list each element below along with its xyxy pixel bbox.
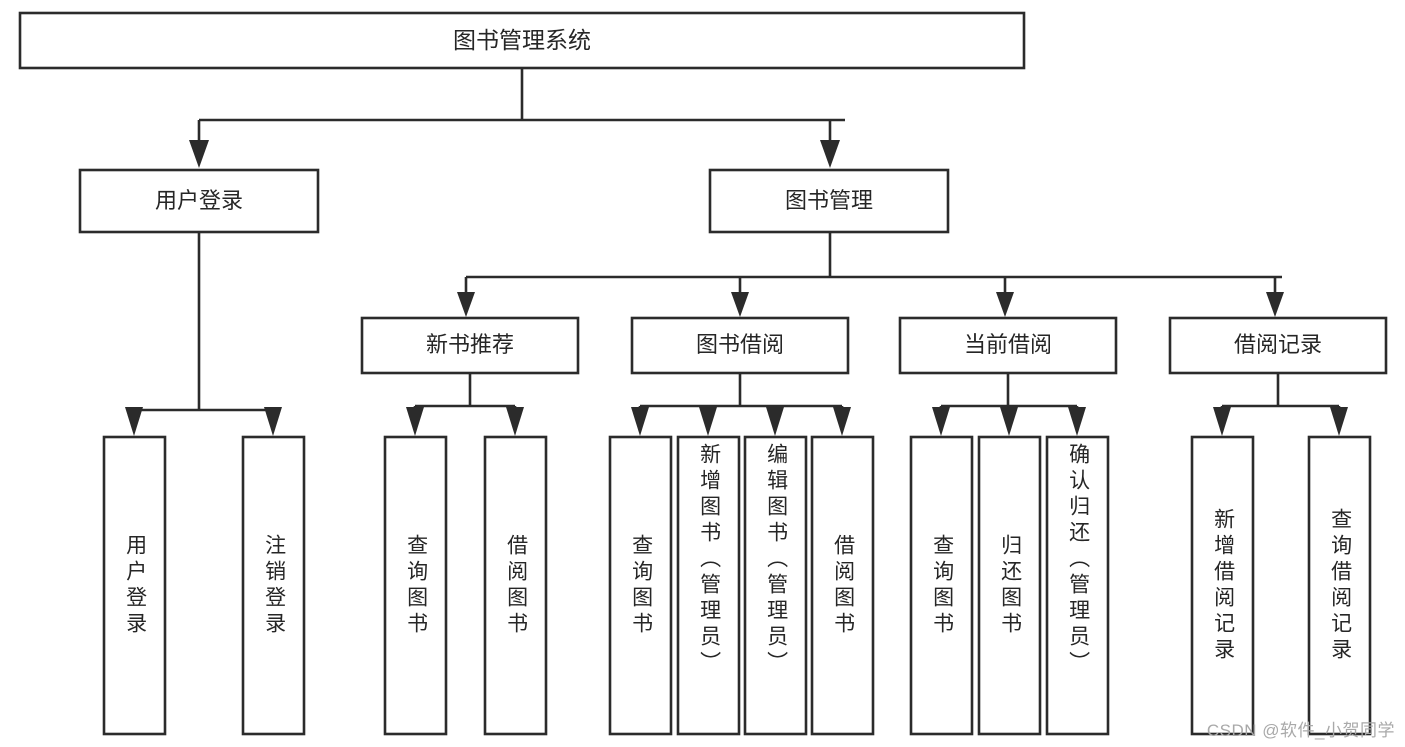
arrow-head-leaf-borrow-book-1	[506, 407, 524, 436]
arrow-head-book-manage-top	[820, 140, 840, 168]
node-box-root[interactable]	[18, 11, 1026, 70]
node-boxes	[18, 11, 1388, 736]
node-box-leaf-confirm-return[interactable]	[1045, 435, 1110, 736]
arrow-head-leaf-return-book	[1000, 407, 1018, 436]
label-new-book-recommend: 新书推荐	[426, 332, 514, 357]
node-box-leaf-return-book[interactable]	[977, 435, 1042, 736]
arrow-head-leaf-confirm-return	[1068, 407, 1086, 436]
arrow-head-leaf-query-book-3	[932, 407, 950, 436]
arrow-heads	[125, 140, 1348, 436]
node-box-new-book-recommend[interactable]	[360, 316, 580, 375]
arrow-head-leaf-query-book-2	[631, 407, 649, 436]
arrow-head-leaf-add-borrow-record	[1213, 407, 1231, 436]
node-box-leaf-user-logout[interactable]	[241, 435, 306, 736]
node-box-leaf-query-book-3[interactable]	[909, 435, 974, 736]
node-box-leaf-add-book[interactable]	[676, 435, 741, 736]
node-labels-horizontal: 图书管理系统 用户登录 图书管理 新书推荐 图书借阅 当前借阅 借阅记录	[155, 27, 1322, 357]
node-box-leaf-query-book-2[interactable]	[608, 435, 673, 736]
arrow-head-leaf-edit-book	[766, 407, 784, 436]
node-box-borrow-record[interactable]	[1168, 316, 1388, 375]
arrow-head-book-borrow-top	[731, 292, 749, 317]
label-book-borrow: 图书借阅	[696, 332, 784, 357]
node-box-leaf-query-book-1[interactable]	[383, 435, 448, 736]
label-borrow-record: 借阅记录	[1234, 332, 1322, 357]
node-box-book-borrow[interactable]	[630, 316, 850, 375]
node-box-user-login[interactable]	[78, 168, 320, 234]
arrow-head-borrow-record-top	[1266, 292, 1284, 317]
arrow-head-current-borrow-top	[996, 292, 1014, 317]
arrow-head-leaf-query-book-1	[406, 407, 424, 436]
node-box-leaf-add-borrow-record[interactable]	[1190, 435, 1255, 736]
node-box-leaf-query-borrow-record[interactable]	[1307, 435, 1372, 736]
node-box-leaf-borrow-book-2[interactable]	[810, 435, 875, 736]
node-box-leaf-borrow-book-1[interactable]	[483, 435, 548, 736]
arrow-head-leaf-add-book	[699, 407, 717, 436]
arrow-head-new-book-recommend-top	[457, 292, 475, 317]
label-root: 图书管理系统	[453, 27, 591, 53]
node-box-book-manage[interactable]	[708, 168, 950, 234]
node-box-leaf-edit-book[interactable]	[743, 435, 808, 736]
node-box-leaf-user-login[interactable]	[102, 435, 167, 736]
arrow-head-leaf-user-login	[125, 407, 143, 436]
label-current-borrow: 当前借阅	[964, 332, 1052, 357]
node-box-current-borrow[interactable]	[898, 316, 1118, 375]
arrow-head-leaf-query-borrow-record	[1330, 407, 1348, 436]
watermark: CSDN @软件_小贺同学	[1206, 721, 1395, 740]
arrow-head-user-login-top	[189, 140, 209, 168]
label-user-login: 用户登录	[155, 188, 243, 213]
arrow-head-leaf-borrow-book-2	[833, 407, 851, 436]
arrow-head-leaf-user-logout	[264, 407, 282, 436]
label-book-manage: 图书管理	[785, 188, 873, 213]
